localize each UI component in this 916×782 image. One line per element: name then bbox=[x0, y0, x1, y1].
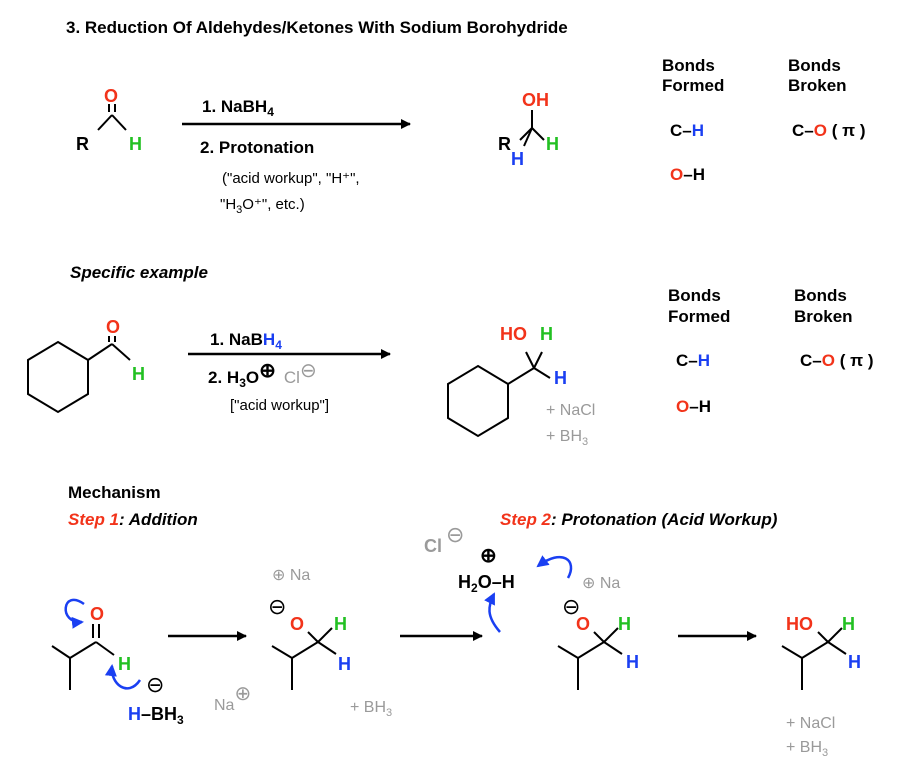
hydronium: H2O–H bbox=[458, 572, 515, 595]
atom-H-green: H bbox=[540, 324, 553, 344]
curved-arrow-bond-to-O bbox=[484, 592, 501, 633]
charge-minus: ⊖ bbox=[146, 672, 164, 697]
atom-O: O bbox=[106, 317, 120, 337]
general-reactant: O R H bbox=[76, 86, 142, 154]
atom-H: H bbox=[118, 654, 131, 674]
charge-minus: ⊖ bbox=[446, 522, 464, 547]
specific-bonds-table: Bonds Formed Bonds Broken C–H O–H C–O ( … bbox=[668, 286, 873, 416]
sodium-ion: ⊕ Na bbox=[272, 567, 310, 584]
sodium-ion: Na⊕ bbox=[214, 683, 251, 714]
reagent-1: 1. NaBH4 bbox=[202, 97, 274, 119]
bond-formed-OH: O–H bbox=[670, 165, 705, 184]
atom-H-green: H bbox=[618, 614, 631, 634]
bond-formed-OH: O–H bbox=[676, 397, 711, 416]
byproduct-nacl: + NaCl bbox=[786, 715, 835, 732]
byproduct-bh3: + BH3 bbox=[786, 739, 828, 759]
specific-product: HO H H bbox=[447, 324, 567, 438]
borohydride: H–BH3 bbox=[128, 704, 184, 727]
atom-H-green: H bbox=[334, 614, 347, 634]
byproduct-bh3: + BH3 bbox=[546, 428, 588, 448]
atom-O: O bbox=[576, 614, 590, 634]
bonds-broken-header: Broken bbox=[794, 307, 853, 326]
atom-H: H bbox=[132, 364, 145, 384]
bonds-formed-header: Formed bbox=[668, 307, 730, 326]
atom-O: O bbox=[90, 604, 104, 624]
curved-arrow-O-to-H bbox=[536, 555, 573, 579]
atom-R: R bbox=[498, 134, 511, 154]
charge-minus: ⊖ bbox=[268, 594, 286, 619]
sodium-ion: ⊕ Na bbox=[582, 575, 620, 592]
charge-plus: ⊕ bbox=[480, 545, 497, 567]
atom-H-green: H bbox=[842, 614, 855, 634]
alkoxide-intermediate: O H H bbox=[271, 614, 351, 690]
byproduct-bh3: + BH3 bbox=[350, 699, 392, 719]
curved-arrow-pi-to-O bbox=[64, 598, 85, 629]
final-alcohol: HO H H bbox=[781, 614, 861, 690]
reagent-1: 1. NaBH4 bbox=[210, 330, 282, 352]
charge-minus: ⊖ bbox=[562, 594, 580, 619]
bond-broken-CO: C–O ( π ) bbox=[800, 351, 873, 370]
reagent-note: ["acid workup"] bbox=[230, 397, 329, 414]
bond-broken-CO: C–O ( π ) bbox=[792, 121, 865, 140]
atom-HO: HO bbox=[500, 324, 527, 344]
specific-heading: Specific example bbox=[70, 263, 208, 282]
general-product: OH R H H bbox=[498, 90, 559, 169]
bond-formed-CH: C–H bbox=[676, 351, 710, 370]
step1-heading: Step 1: Addition bbox=[68, 510, 198, 529]
bond-formed-CH: C–H bbox=[670, 121, 704, 140]
atom-H-blue: H bbox=[848, 652, 861, 672]
specific-reactant: O H bbox=[27, 317, 145, 414]
atom-H: H bbox=[129, 134, 142, 154]
atom-H-blue: H bbox=[626, 652, 639, 672]
bonds-broken-header: Bonds bbox=[788, 56, 841, 75]
atom-HO: HO bbox=[786, 614, 813, 634]
mechanism-heading: Mechanism bbox=[68, 483, 161, 502]
atom-H-blue: H bbox=[338, 654, 351, 674]
page-title: 3. Reduction Of Aldehydes/Ketones With S… bbox=[66, 18, 568, 37]
atom-O: O bbox=[104, 86, 118, 106]
reagent-note-2: "H3O⁺", etc.) bbox=[220, 196, 305, 216]
reagent-2: 2. H3O⊕Cl⊖ bbox=[208, 360, 317, 390]
reagent-note-1: ("acid workup", "H⁺", bbox=[222, 170, 360, 187]
atom-H-blue: H bbox=[511, 149, 524, 169]
reagent-2: 2. Protonation bbox=[200, 138, 314, 157]
step2-heading: Step 2: Protonation (Acid Workup) bbox=[500, 510, 778, 529]
alkoxide-step2: O H H bbox=[557, 614, 639, 690]
step1-aldehyde: O H bbox=[51, 604, 131, 690]
chloride-ion: Cl bbox=[424, 536, 442, 556]
general-bonds-table: Bonds Formed Bonds Broken C–H O–H C–O ( … bbox=[662, 56, 865, 184]
atom-H-green: H bbox=[546, 134, 559, 154]
atom-OH: OH bbox=[522, 90, 549, 110]
atom-H-blue: H bbox=[554, 368, 567, 388]
byproduct-nacl: + NaCl bbox=[546, 402, 595, 419]
curved-arrow-hydride bbox=[104, 664, 142, 690]
bonds-formed-header: Bonds bbox=[662, 56, 715, 75]
bonds-broken-header: Broken bbox=[788, 76, 847, 95]
bonds-broken-header: Bonds bbox=[794, 286, 847, 305]
bonds-formed-header: Bonds bbox=[668, 286, 721, 305]
atom-O: O bbox=[290, 614, 304, 634]
bonds-formed-header: Formed bbox=[662, 76, 724, 95]
atom-R: R bbox=[76, 134, 89, 154]
